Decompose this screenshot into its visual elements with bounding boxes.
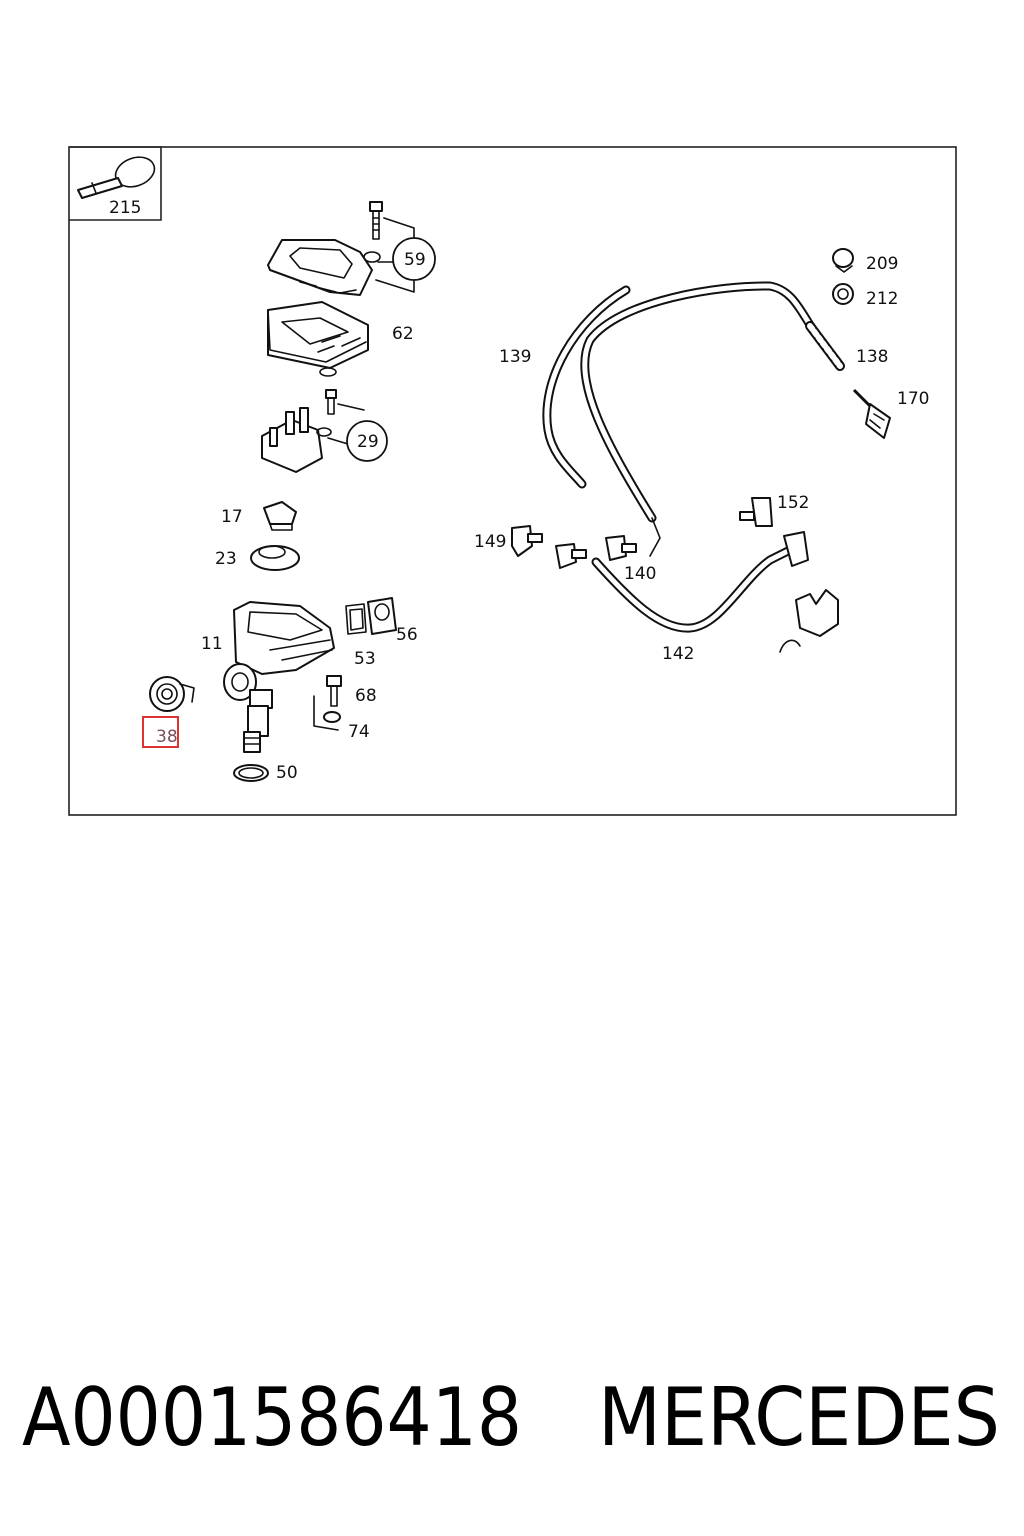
highlight-box-38 [142,716,179,748]
callout-23: 23 [215,549,237,569]
callout-152: 152 [777,493,809,513]
partial-part-right [779,589,839,653]
callout-170: 170 [897,389,929,409]
washer-icon [363,251,381,263]
callout-139: 139 [499,347,531,367]
callout-59: 59 [392,237,436,281]
callout-149: 149 [474,532,506,552]
screw-icon [325,389,337,415]
part-170-plug [852,388,891,439]
callout-140: 140 [624,564,656,584]
part-53-gasket [345,603,367,635]
part-connector-mid [555,543,587,569]
cable-tie-icon [77,156,156,199]
callout-68: 68 [355,686,377,706]
part-56-plate [367,597,397,635]
part-62-housing [267,301,369,377]
inset-cable-tie: 215 [69,146,162,221]
callout-53: 53 [354,649,376,669]
callout-212: 212 [866,289,898,309]
callout-209: 209 [866,254,898,274]
part-74-washer [323,711,341,723]
callout-138: 138 [856,347,888,367]
part-142-cable [591,531,809,633]
part-140-connector [605,535,637,561]
callout-74: 74 [348,722,370,742]
part-212-clamp [832,283,854,305]
part-38-cap [149,676,195,712]
brand-name: MERCEDES [598,1371,1000,1464]
part-29-cap [261,389,365,473]
part-152-connector [739,497,773,527]
callout-29: 29 [346,420,388,462]
part-149-connector [511,525,543,557]
part-17-rotor [263,501,297,531]
part-59-cover [267,201,415,296]
callout-label: 29 [357,432,379,452]
part-139-hose [542,285,631,489]
callout-50: 50 [276,763,298,783]
callout-11: 11 [201,634,223,654]
highlight-label-38: 38 [156,727,178,747]
callout-142: 142 [662,644,694,664]
screw-icon [369,201,383,240]
diagram-frame [68,146,957,816]
part-209-clamp [832,248,854,273]
callout-56: 56 [396,625,418,645]
part-68-bolt [326,675,342,707]
callout-62: 62 [392,324,414,344]
part-number: A0001586418 [22,1371,522,1464]
part-138-cable [580,281,845,557]
part-23-seal [250,545,300,571]
washer-icon [316,427,332,437]
callout-label: 59 [404,250,426,270]
inset-label: 215 [109,198,141,218]
part-11-distributor [223,601,335,753]
callout-17: 17 [221,507,243,527]
